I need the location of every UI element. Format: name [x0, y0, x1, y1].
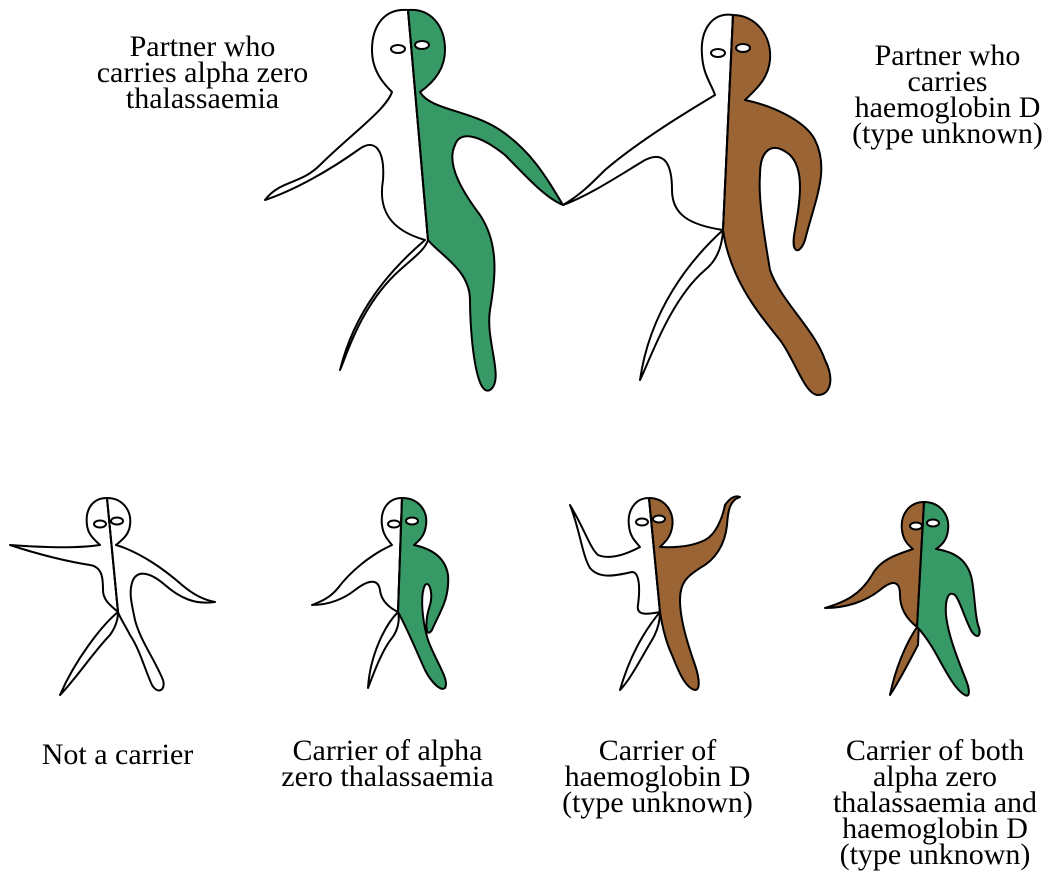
child-4-eye-right [927, 520, 939, 527]
child-1-figure [10, 498, 215, 695]
parent-right-figure [563, 15, 830, 395]
parent-right-label: Partner who carries haemoglobin D (type … [840, 43, 1055, 147]
parent-left-eye-left [391, 45, 405, 53]
child-1-right-half [107, 498, 215, 690]
child-3-figure [570, 496, 740, 690]
parent-left-label: Partner who carries alpha zero thalassae… [85, 34, 320, 112]
child-2-right-half [398, 498, 448, 689]
child-4-right-half [917, 502, 980, 696]
child-1-eye-left [94, 521, 106, 528]
child-2-eye-right [406, 518, 418, 525]
child-2-label: Carrier of alpha zero thalassaemia [260, 738, 515, 790]
parent-right-eye-right [736, 44, 750, 52]
child-4-eye-left [910, 523, 922, 530]
child-2-figure [312, 498, 448, 689]
child-2-eye-left [388, 521, 400, 528]
child-3-label: Carrier of haemoglobin D (type unknown) [545, 738, 770, 816]
child-3-right-half [649, 496, 740, 690]
parent-right-white-half [563, 15, 733, 380]
child-1-label: Not a carrier [5, 742, 230, 768]
child-4-left-half [825, 502, 924, 695]
child-3-left-half [570, 498, 660, 690]
child-4-label: Carrier of both alpha zero thalassaemia … [815, 738, 1055, 868]
child-3-eye-right [653, 516, 665, 523]
parent-right-brown-half [723, 15, 830, 395]
child-3-eye-left [636, 519, 648, 526]
child-1-eye-right [111, 518, 123, 525]
parent-left-green-half [408, 10, 563, 391]
child-4-figure [825, 502, 980, 696]
parent-left-eye-right [415, 41, 429, 49]
parent-right-eye-left [711, 49, 725, 57]
